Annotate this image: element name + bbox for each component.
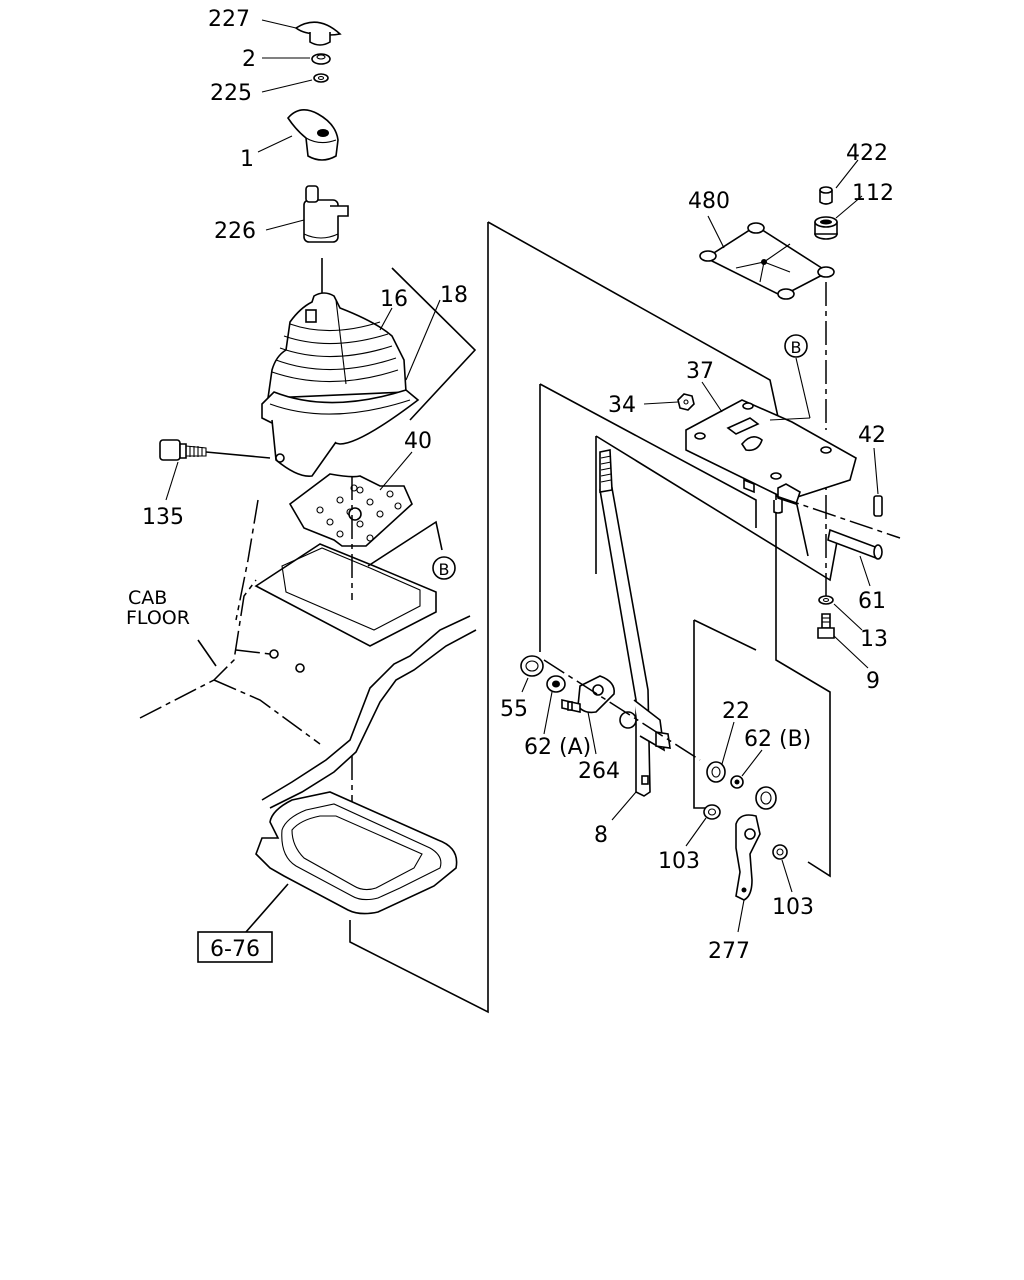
bracket-40-b bbox=[367, 520, 443, 567]
part-55-ring bbox=[520, 655, 544, 677]
part-61-shaft bbox=[827, 528, 883, 560]
part-13-washer bbox=[818, 595, 834, 605]
cab-floor-dashed-2 bbox=[213, 679, 321, 745]
part-2-nut bbox=[311, 53, 331, 65]
callout-61: 61 bbox=[858, 589, 886, 614]
callout-13: 13 bbox=[860, 627, 888, 652]
cab-floor-cutout bbox=[254, 543, 437, 647]
part-62a-bushing bbox=[546, 675, 566, 693]
callout-18: 18 bbox=[440, 283, 468, 308]
part-225-washer bbox=[313, 73, 329, 83]
floor-hole-1 bbox=[269, 649, 279, 659]
callout-226: 226 bbox=[214, 219, 256, 244]
callout-8: 8 bbox=[594, 823, 608, 848]
part-1-knob bbox=[286, 109, 339, 161]
part-103-bushing-right bbox=[772, 844, 788, 860]
floor-mat-ring bbox=[255, 791, 458, 915]
ref-b-circle-left bbox=[432, 556, 456, 580]
part-42-pin bbox=[873, 495, 883, 517]
ref-b-left: B bbox=[439, 560, 450, 579]
section-frame-arm bbox=[595, 435, 839, 582]
callout-277: 277 bbox=[708, 939, 750, 964]
part-226-adapter bbox=[303, 185, 349, 243]
section-frame-mid-top bbox=[539, 383, 757, 528]
part-103-bushing-left bbox=[703, 804, 721, 820]
callout-112: 112 bbox=[852, 181, 894, 206]
callout-62a: 62 (A) bbox=[524, 735, 591, 760]
part-34-nut bbox=[677, 393, 695, 411]
callout-480: 480 bbox=[688, 189, 730, 214]
part-22-bushing bbox=[706, 761, 726, 783]
cab-floor-dashed-1 bbox=[139, 579, 257, 719]
leader-lines bbox=[165, 19, 879, 933]
callout-22: 22 bbox=[722, 699, 750, 724]
section-frame-left bbox=[349, 222, 489, 1014]
callout-225: 225 bbox=[210, 81, 252, 106]
section-frame-lower-top bbox=[693, 619, 757, 651]
part-16-boot bbox=[267, 292, 407, 399]
part-8-lever bbox=[599, 449, 671, 797]
floor-hole-2 bbox=[295, 663, 305, 673]
part-135-bolt bbox=[159, 439, 207, 461]
callout-34: 34 bbox=[608, 393, 636, 418]
reference-box-label: 6-76 bbox=[210, 937, 260, 962]
callout-103-right: 103 bbox=[772, 895, 814, 920]
callout-1: 1 bbox=[240, 147, 254, 172]
callout-9: 9 bbox=[866, 669, 880, 694]
part-480-cover-plate bbox=[699, 222, 835, 300]
axis-bolt bbox=[235, 499, 259, 621]
section-frame-lower-left bbox=[693, 620, 706, 809]
callout-2: 2 bbox=[242, 47, 256, 72]
callout-42: 42 bbox=[858, 423, 886, 448]
callout-227: 227 bbox=[208, 7, 250, 32]
section-frame-right bbox=[775, 492, 831, 878]
callout-103-left: 103 bbox=[658, 849, 700, 874]
part-40-plate bbox=[288, 473, 413, 547]
label-cab: CAB bbox=[128, 587, 167, 609]
part-264-bracket bbox=[561, 675, 616, 714]
ref-box-leader bbox=[245, 883, 289, 933]
bracket-16-18 bbox=[391, 267, 477, 421]
axis-shaft bbox=[775, 495, 901, 539]
callout-422: 422 bbox=[846, 141, 888, 166]
part-422-plug bbox=[819, 186, 833, 205]
part-37-bracket bbox=[685, 399, 857, 514]
callout-55: 55 bbox=[500, 697, 528, 722]
reference-box[interactable]: 6-76 bbox=[197, 931, 273, 963]
part-227-cap bbox=[294, 21, 342, 46]
callout-62b: 62 (B) bbox=[744, 727, 811, 752]
bolt-leader bbox=[205, 451, 271, 459]
part-62b-bushing bbox=[730, 775, 744, 789]
label-floor: FLOOR bbox=[126, 607, 190, 629]
ref-b-right: B bbox=[791, 338, 802, 357]
callout-16: 16 bbox=[380, 287, 408, 312]
part-18-retainer bbox=[261, 389, 420, 477]
cab-floor-dashed-3 bbox=[235, 649, 271, 655]
part-112-grommet bbox=[814, 216, 838, 240]
callout-37: 37 bbox=[686, 359, 714, 384]
cab-floor-leader bbox=[197, 639, 217, 667]
ref-b-circle-right bbox=[784, 334, 808, 358]
callout-40: 40 bbox=[404, 429, 432, 454]
part-277-arm bbox=[735, 786, 777, 901]
axis-pivot bbox=[543, 659, 701, 761]
part-9-bolt bbox=[817, 613, 835, 639]
callout-264: 264 bbox=[578, 759, 620, 784]
floor-edge-line-2 bbox=[269, 629, 477, 809]
floor-edge-line bbox=[261, 615, 471, 801]
callout-135: 135 bbox=[142, 505, 184, 530]
